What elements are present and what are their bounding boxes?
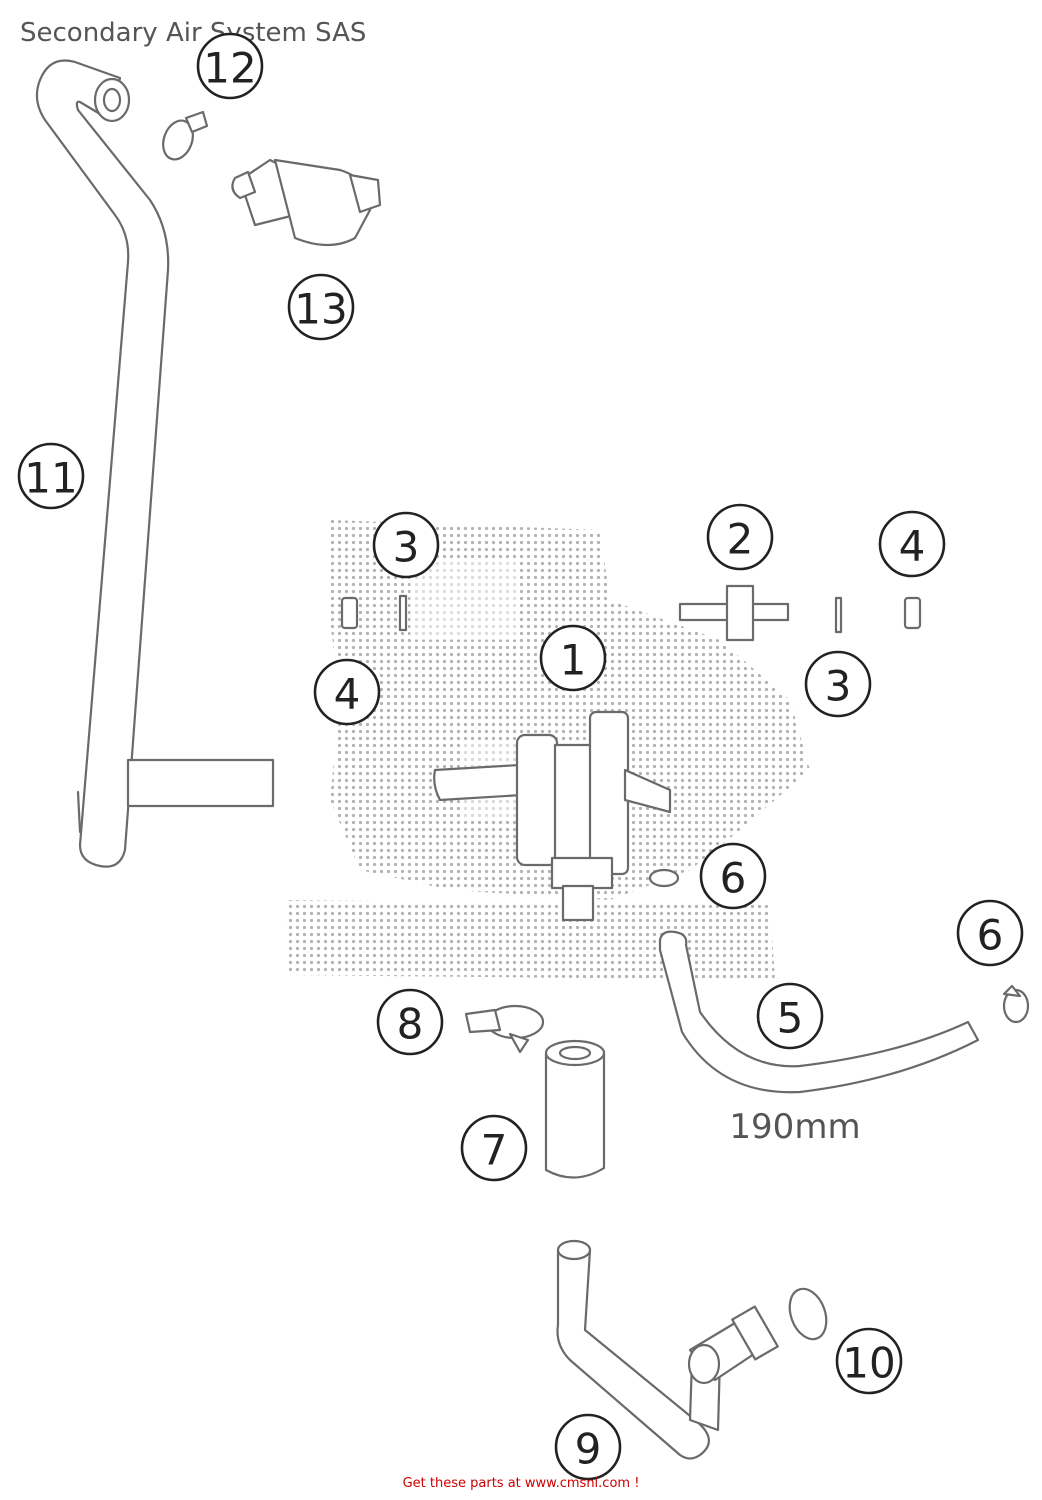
part-4-nut-left [340,596,359,630]
svg-text:10: 10 [842,1339,895,1388]
part-8-hose-clamp [464,1004,545,1054]
svg-text:6: 6 [720,854,747,903]
callout-13: 13 [287,273,355,341]
callout-12: 12 [196,32,264,100]
part-13-check-valve [231,158,382,247]
callout-3-left: 3 [372,511,440,579]
svg-text:9: 9 [575,1425,602,1474]
callout-9: 9 [554,1413,622,1481]
callout-6-upper: 6 [699,842,767,910]
svg-text:3: 3 [825,662,852,711]
part-12-clamp [162,110,209,161]
svg-text:13: 13 [294,285,347,334]
part-10-o-ring [788,1287,828,1341]
svg-text:8: 8 [397,1000,424,1049]
svg-text:12: 12 [203,44,256,93]
dimension-190mm: 190mm [729,1107,860,1147]
callout-11: 11 [17,442,85,510]
part-7-hose-sleeve [544,1039,606,1179]
svg-text:5: 5 [777,994,804,1043]
callout-10: 10 [835,1327,903,1395]
svg-text:4: 4 [334,670,361,719]
svg-text:7: 7 [481,1126,508,1175]
svg-text:2: 2 [727,515,754,564]
part-5-hose [658,930,980,1094]
part-6-clamp-upper [648,868,680,888]
callout-4-left: 4 [313,658,381,726]
callout-5: 5 [756,982,824,1050]
part-2-stud [678,584,790,642]
svg-text:6: 6 [977,911,1004,960]
part-6-clamp-lower [1002,984,1030,1024]
watermark-logo [285,520,810,980]
callout-2: 2 [706,503,774,571]
footer-link[interactable]: Get these parts at www.cmsnl.com ! [402,1476,640,1491]
part-9-bent-pipe [556,1239,779,1460]
page-title: Secondary Air System SAS [20,18,367,48]
part-3-pin-right [834,596,843,634]
callout-7: 7 [460,1114,528,1182]
part-1-air-valve [433,710,672,922]
svg-text:3: 3 [393,523,420,572]
svg-text:11: 11 [24,454,77,503]
callout-4-right: 4 [878,510,946,578]
svg-text:1: 1 [560,636,587,685]
callout-3-right: 3 [804,650,872,718]
callout-1: 1 [539,624,607,692]
part-3-pin-left [398,594,408,632]
part-4-nut-right [903,596,922,630]
part-11-air-pipe [35,59,275,868]
svg-text:4: 4 [899,522,926,571]
callout-6-lower: 6 [956,899,1024,967]
callout-8: 8 [376,988,444,1056]
